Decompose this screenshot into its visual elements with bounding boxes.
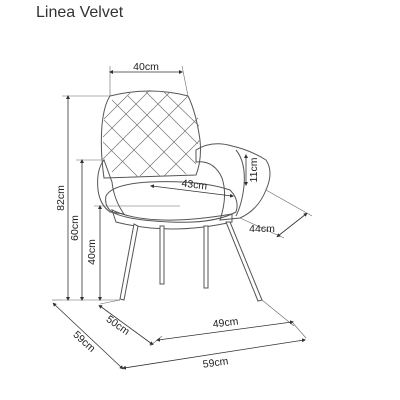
chair-backrest	[100, 90, 201, 179]
quilt-pattern	[102, 89, 201, 178]
chair-left-arm	[97, 158, 126, 215]
chair-seat	[105, 181, 238, 223]
label-base-depth: 50cm	[104, 313, 132, 338]
dim-base-width: 49cm	[156, 299, 295, 342]
dim-total-height: 82cm	[55, 95, 120, 301]
chair-leg-front-left	[119, 223, 139, 301]
product-title: Linea Velvet	[36, 4, 124, 21]
chair-drawing	[97, 89, 271, 302]
dim-leg-height: 40cm	[86, 205, 180, 301]
dim-armrest-height: 11cm	[244, 154, 260, 186]
dim-base-depth: 50cm	[98, 299, 163, 347]
dim-back-width: 40cm	[109, 61, 189, 97]
label-seat-diagonal: 43cm	[181, 178, 208, 193]
label-armrest-height: 11cm	[248, 157, 260, 182]
label-leg-height: 40cm	[86, 239, 98, 265]
chair-leg-back-left	[159, 225, 165, 285]
label-back-width: 40cm	[133, 61, 159, 73]
dim-arm-width: 44cm	[239, 189, 313, 239]
label-seat-height: 60cm	[69, 215, 81, 241]
label-base-width: 49cm	[212, 315, 239, 330]
label-width: 59cm	[202, 355, 229, 370]
label-depth: 59cm	[70, 329, 97, 355]
dim-width: 59cm	[122, 321, 307, 371]
dim-seat-height: 60cm	[69, 159, 104, 301]
label-total-height: 82cm	[55, 185, 67, 211]
label-arm-width: 44cm	[249, 223, 275, 235]
chair-leg-front-right	[203, 225, 209, 289]
dim-seat-diagonal: 43cm	[150, 178, 234, 198]
dim-depth: 59cm	[52, 299, 124, 370]
